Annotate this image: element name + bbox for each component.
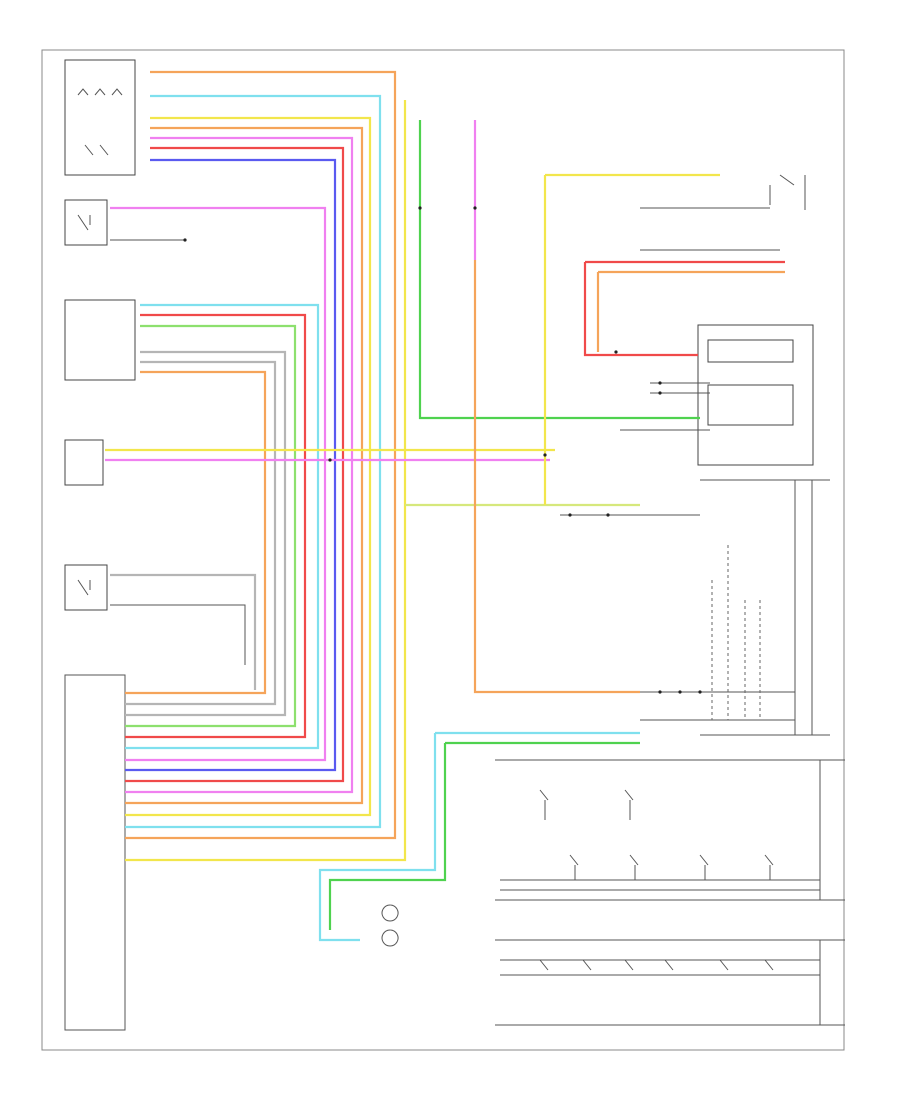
- page-border: [41, 49, 845, 1051]
- wire-pink-top: [125, 136, 354, 794]
- wire-light-blue-sensor: [125, 303, 320, 750]
- splice-point: [328, 458, 332, 462]
- connector-points: [183, 206, 702, 694]
- wire-gray-clutch: [110, 573, 257, 690]
- wire-yellow-right-top: [543, 173, 720, 505]
- combination-switch-symbols: [539, 789, 774, 971]
- clutch-switch-box: [64, 564, 108, 611]
- splice-point: [543, 453, 547, 457]
- wire-light-blue-top: [125, 94, 382, 829]
- wire-black-combo-lower: [500, 959, 820, 976]
- wire-black-inner-vertical: [711, 545, 761, 720]
- splice-point: [678, 690, 682, 694]
- combination-switch-frame-upper: [495, 759, 845, 901]
- right-module-frame: [700, 479, 830, 736]
- left-components: [64, 59, 136, 1031]
- combination-switch-frame-lower: [495, 939, 845, 1026]
- control-unit-box: [64, 439, 104, 486]
- left-module-outline: [64, 674, 126, 1031]
- sensor-unit-outer-box: [697, 324, 814, 466]
- wire-light-blue-lower: [318, 731, 640, 942]
- splice-point: [658, 381, 662, 385]
- left-wire-bundle: [110, 70, 407, 862]
- wire-orange-right: [596, 270, 785, 352]
- wire-yellow-bottom: [125, 100, 407, 862]
- wire-green-vertical: [418, 120, 700, 420]
- wire-black-clutch: [110, 604, 246, 665]
- neutral-switch-box: [64, 199, 108, 246]
- wire-gray-sensor-2: [125, 360, 277, 706]
- splice-point: [606, 513, 610, 517]
- lower-switch-row: [539, 959, 774, 971]
- top-left-switch-symbols: [77, 88, 123, 156]
- right-components: [381, 174, 845, 1026]
- wire-gray-sensor-1: [125, 350, 287, 717]
- wire-red-sensor: [125, 313, 307, 739]
- wire-pink-neutral: [110, 206, 327, 762]
- wire-green-sensor: [125, 324, 297, 728]
- splice-point: [473, 206, 477, 210]
- wire-red-right: [583, 260, 785, 357]
- neutral-switch-symbol: [77, 214, 91, 231]
- brake-switch-symbol: [769, 174, 806, 210]
- wire-red-top: [125, 146, 345, 783]
- upper-switch-row-1: [539, 789, 634, 820]
- splice-point: [614, 350, 618, 354]
- wire-yellow-top: [125, 116, 372, 817]
- splice-point: [418, 206, 422, 210]
- upper-switch-row-2: [569, 854, 774, 880]
- splice-point: [658, 391, 662, 395]
- splice-point: [568, 513, 572, 517]
- splice-point: [698, 690, 702, 694]
- indicator-lamp-symbols: [381, 904, 399, 947]
- wire-green-lower: [328, 741, 640, 930]
- wire-orange-2: [125, 126, 364, 805]
- wire-orange-vertical: [473, 260, 640, 694]
- sensor-unit-inner-box-bottom: [707, 384, 794, 426]
- sensor-unit-inner-box-top: [707, 339, 794, 363]
- right-side-wires: [500, 173, 820, 976]
- clutch-switch-symbol: [77, 579, 91, 596]
- splice-point: [183, 238, 187, 242]
- wire-blue-top: [125, 158, 337, 772]
- wire-orange-top: [125, 70, 397, 840]
- top-left-switch-box: [64, 59, 136, 176]
- splice-point: [658, 690, 662, 694]
- middle-signal-wires: [105, 120, 700, 942]
- accelerator-sensor-box: [64, 299, 136, 381]
- wire-black-combo-upper: [500, 879, 820, 891]
- wire-orange-sensor: [125, 370, 267, 695]
